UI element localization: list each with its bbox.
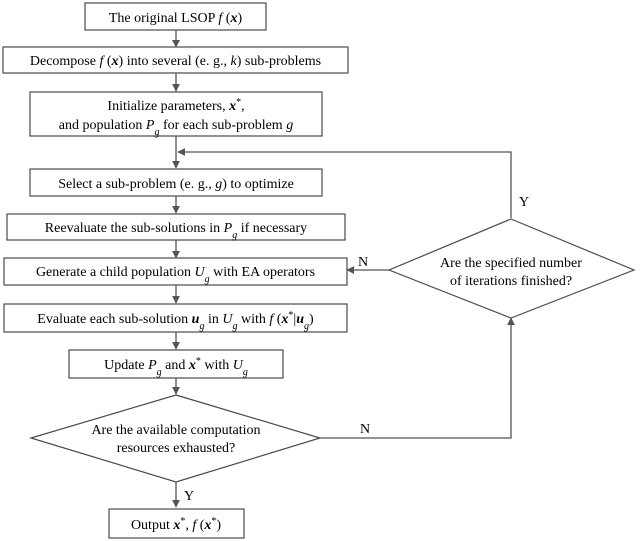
node-generate: Generate a child population Ug with EA o… — [3, 257, 348, 286]
decision-iterations-label-line2: of iterations finished? — [450, 274, 572, 289]
label-iterations-yes: Y — [519, 195, 529, 210]
decision-iterations-label-line1: Are the specified number — [440, 256, 582, 271]
node-output: Output x*, f (x*) — [108, 508, 245, 539]
node-select: Select a sub-problem (e. g., g) to optim… — [29, 168, 323, 197]
decision-resources: Are the available computation resources … — [28, 394, 323, 483]
node-decompose: Decompose f (x) into several (e. g., k) … — [2, 46, 349, 74]
node-decompose-label: Decompose f (x) into several (e. g., k) … — [30, 54, 321, 69]
decision-resources-label-line1: Are the available computation — [91, 423, 260, 438]
node-reevaluate-label: Reevaluate the sub-solutions in Pg if ne… — [45, 221, 307, 241]
edge-iterations-yes — [177, 148, 512, 218]
node-init: Initialize parameters, x*, and populatio… — [29, 91, 323, 138]
node-update-label: Update Pg and x* with Ug — [104, 356, 248, 378]
node-start-label: The original LSOP f (x) — [109, 11, 243, 26]
node-select-label: Select a sub-problem (e. g., g) to optim… — [58, 177, 294, 192]
node-init-label-line1: Initialize parameters, x*, — [107, 97, 244, 115]
decision-resources-label-line2: resources exhausted? — [117, 441, 236, 456]
node-evaluate: Evaluate each sub-solution ug in Ug with… — [3, 303, 348, 333]
node-evaluate-label: Evaluate each sub-solution ug in Ug with… — [37, 310, 314, 332]
node-generate-label: Generate a child population Ug with EA o… — [36, 265, 315, 285]
decision-iterations: Are the specified number of iterations f… — [387, 218, 636, 319]
node-reevaluate: Reevaluate the sub-solutions in Pg if ne… — [6, 213, 346, 241]
label-resources-no: N — [360, 422, 370, 437]
node-update: Update Pg and x* with Ug — [68, 349, 284, 379]
label-resources-yes: Y — [184, 489, 194, 504]
edge-resources-no — [320, 317, 515, 439]
node-init-label-line2: and population Pg for each sub-problem g — [59, 118, 293, 138]
node-start: The original LSOP f (x) — [84, 2, 267, 31]
label-iterations-no: N — [358, 255, 368, 270]
node-output-label: Output x*, f (x*) — [131, 516, 221, 534]
